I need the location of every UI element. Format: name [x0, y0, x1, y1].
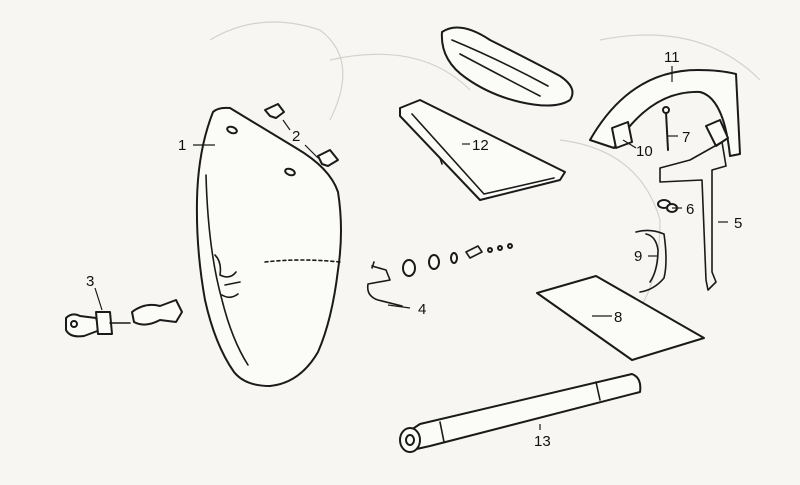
- callout-1: 1: [178, 137, 186, 154]
- callout-6: 6: [686, 201, 694, 218]
- callout-4: 4: [418, 301, 426, 318]
- part-12-tray: [399, 99, 566, 201]
- part-8-plate: [536, 275, 705, 361]
- callout-7: 7: [682, 129, 690, 146]
- leader-lines: [94, 66, 728, 430]
- callout-11: 11: [664, 49, 680, 66]
- callout-labels: 1 2 3 4 5 6 7 8 9 10 11 12 13: [86, 49, 742, 450]
- part-4-hook-hardware: [366, 243, 513, 307]
- part-6-grommet: [657, 199, 678, 213]
- part-2-clips: [264, 103, 339, 167]
- part-3-lock: [65, 299, 183, 338]
- part-7-pin: [662, 106, 670, 151]
- callout-9: 9: [634, 248, 642, 265]
- part-10-pad: [611, 121, 633, 149]
- part-11-curved-cover: [589, 69, 741, 157]
- part-5-bracket: [659, 119, 729, 291]
- callout-12: 12: [472, 137, 489, 154]
- callout-10: 10: [636, 143, 653, 160]
- background-ghost-lines: [209, 21, 761, 331]
- callout-8: 8: [614, 309, 622, 326]
- tool-roll: [440, 26, 574, 107]
- callout-13: 13: [534, 433, 551, 450]
- part-9-strap: [635, 229, 667, 293]
- callout-5: 5: [734, 215, 742, 232]
- callout-3: 3: [86, 273, 94, 290]
- callout-2: 2: [292, 128, 300, 145]
- part-1-cover: [195, 106, 342, 387]
- part-13-tube: [399, 373, 642, 453]
